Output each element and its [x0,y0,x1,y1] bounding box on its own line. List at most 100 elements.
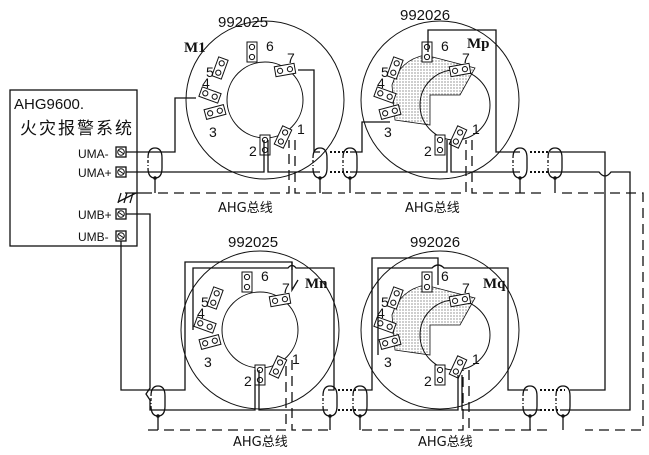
terminal-number: 2 [424,373,432,389]
terminal-number: 4 [197,305,205,321]
terminal-label-uma-plus: UMA+ [78,166,112,180]
cable-shield-icon [352,385,368,430]
wire-m1-7-out [298,69,320,153]
module-id-label: Mq [483,276,506,292]
wire-mp-2-out [450,140,520,173]
module-model-label: 992025 [228,234,278,251]
terminal-number: 1 [292,351,300,367]
shield-bus-top [355,140,467,194]
bus-label: AHG总线 [418,435,473,450]
alarm-system-box: AHG9600. 火灾报警系统 UMA- UMA+ UMB+ UMB- [9,89,142,247]
wire-to-mq-6 [358,257,439,391]
bus-label: AHG总线 [218,201,273,216]
wire-uma-minus-to-m1-4 [126,97,196,153]
screw-terminal-icon [434,364,446,386]
terminal-number: 4 [377,305,385,321]
screw-terminal-icon [206,286,224,310]
screw-terminal-icon [378,333,402,351]
terminal-number: 6 [441,38,449,54]
terminal-number: 7 [287,50,295,66]
terminal-number: 7 [462,280,470,296]
system-name-label: 火灾报警系统 [20,119,134,139]
module-outer-ring [360,250,520,410]
terminal-number: 5 [381,64,389,80]
screw-terminal-icon [421,41,433,63]
terminal-number: 2 [424,143,432,159]
screw-terminal-icon [246,41,258,63]
screw-terminal-icon [448,355,468,379]
wire-to-mn-2 [149,370,256,411]
terminal-number: 3 [384,124,392,140]
bus-label: AHG总线 [233,435,288,450]
shield-bus-bottom [468,370,550,431]
screw-terminal-icon [448,125,468,149]
screw-terminal-icon [386,286,404,310]
shield-bus-top [142,140,290,194]
shields-layer [147,147,571,430]
module-id-label: M1 [184,40,206,56]
module-id-label: Mn [305,276,328,292]
shield-bus-bottom [148,360,287,431]
wire-umb-plus [126,213,151,401]
terminal-number: 4 [377,75,385,91]
terminal-label-umb-minus: UMB- [78,230,109,244]
terminal-number: 6 [266,38,274,54]
wire-m1-2-out [267,140,320,173]
wire-mp-6-out [427,29,520,153]
terminal-number: 3 [204,354,212,370]
module-outer-ring [180,250,340,410]
screw-terminal-icon [203,103,227,121]
terminal-number: 5 [381,294,389,310]
shield-bus-right [562,192,644,431]
screw-terminal-icon [211,56,229,80]
screw-terminal-icon [241,271,253,293]
screw-terminal-icon [198,333,222,351]
shield-bus-bottom [291,360,330,431]
cable-shield-icon [150,385,166,430]
screw-terminal-icon [386,56,404,80]
screw-terminal-icon [448,62,472,78]
terminal-label-umb-plus: UMB+ [78,208,112,222]
terminal-number: 1 [472,351,480,367]
shield-bus-top [471,140,545,194]
module-outer-ring [360,20,520,180]
terminal-number: 5 [201,294,209,310]
terminal-number: 7 [282,280,290,296]
screw-terminal-icon [434,134,446,156]
screw-terminal-icon [268,355,288,379]
terminal-number: 2 [244,373,252,389]
screw-terminal-icon [254,364,266,386]
module-model-label: 992026 [410,234,460,251]
wiring [120,29,644,431]
wire-right-loop-b [550,171,631,411]
terminal-number: 7 [462,50,470,66]
terminal-number: 2 [249,143,257,159]
module-model-label: 992026 [400,7,450,24]
cable-shield-icon [522,385,538,430]
wire-mn-7 [291,262,299,293]
screw-terminal-icon [268,292,292,308]
wire-mn-4-loop [192,264,335,391]
screw-terminal-icon [273,125,293,149]
ground-icon [117,192,142,204]
system-model-label: AHG9600. [14,96,84,113]
cable-shield-icon [512,147,528,193]
terminal-number: 1 [297,121,305,137]
cable-shield-icon [322,385,338,430]
cable-shield-icon [312,147,328,193]
module-model-label: 992025 [218,14,268,31]
wire-to-mp-2 [350,140,448,173]
wire-mq-3-loop [377,264,528,391]
screw-terminal-icon [115,146,127,158]
terminal-number: 3 [384,354,392,370]
cable-shield-icon [547,147,563,193]
wire-mq-2-out [461,375,540,411]
terminal-label-uma-minus: UMA- [78,147,109,161]
screw-terminal-icon [273,62,297,78]
module-outer-ring [185,20,345,180]
